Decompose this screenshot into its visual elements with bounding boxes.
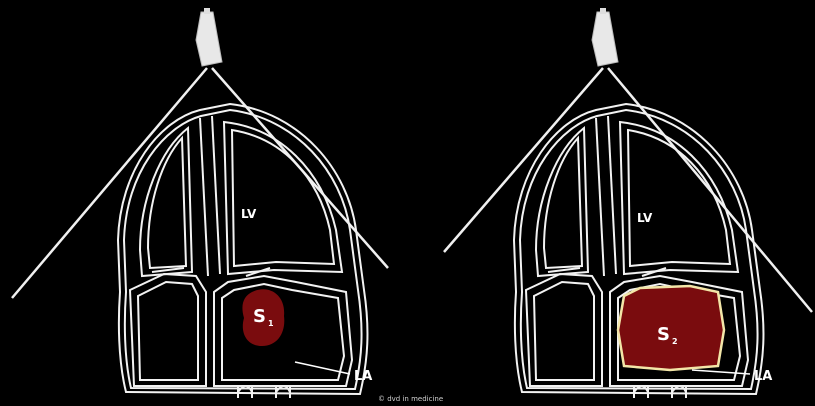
- credit-text: © dvd in medicine: [378, 395, 443, 403]
- region-label: S: [657, 324, 670, 345]
- la-label: LA: [354, 369, 372, 384]
- region-label: S: [253, 306, 266, 327]
- lv-label: LV: [637, 211, 653, 225]
- region-subscript: 1: [268, 319, 274, 328]
- region-subscript: 2: [672, 337, 678, 346]
- region-s2: [618, 286, 724, 370]
- la-label: LA: [754, 369, 772, 384]
- lv-label: LV: [241, 207, 257, 221]
